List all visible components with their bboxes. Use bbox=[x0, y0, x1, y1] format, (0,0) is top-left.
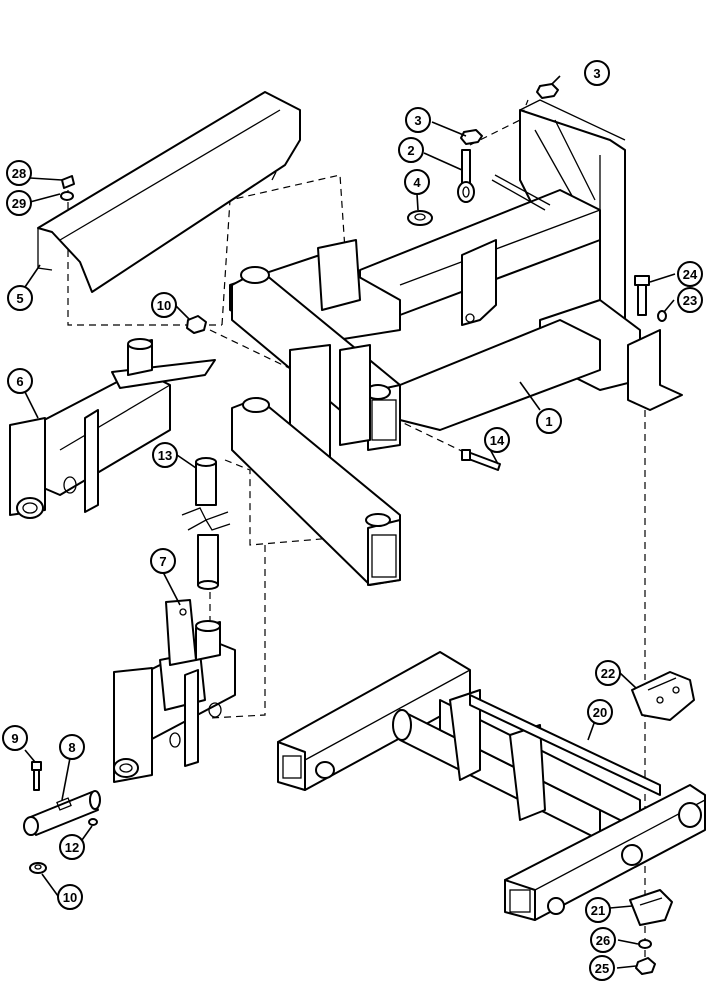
callout-14-text: 14 bbox=[490, 433, 505, 448]
part-20-drawbar-frame bbox=[277, 651, 706, 921]
part-14-bolt bbox=[461, 449, 501, 471]
part-3-nut-top bbox=[536, 83, 559, 99]
callout-13-text: 13 bbox=[158, 448, 172, 463]
callout-29-text: 29 bbox=[12, 196, 26, 211]
callout-3-top: 3 bbox=[584, 60, 610, 86]
callout-1-text: 1 bbox=[545, 414, 552, 429]
part-24-bolt bbox=[634, 275, 650, 316]
part-7-lower-pivot-bracket bbox=[113, 599, 236, 783]
part-6-pivot-bracket bbox=[9, 338, 216, 519]
callout-6-text: 6 bbox=[16, 374, 23, 389]
callout-12: 12 bbox=[59, 834, 85, 860]
leader-lines bbox=[24, 75, 676, 969]
part-28-29-fasteners bbox=[60, 175, 75, 201]
part-22-clamp bbox=[631, 671, 695, 721]
part-12-set-screw bbox=[88, 818, 98, 826]
callout-12-text: 12 bbox=[65, 840, 79, 855]
callout-21-text: 21 bbox=[591, 903, 605, 918]
part-8-pin bbox=[23, 790, 101, 836]
callout-3-upper: 3 bbox=[405, 107, 431, 133]
callout-7-text: 7 bbox=[159, 554, 166, 569]
part-9-bolt bbox=[31, 761, 42, 791]
callout-20: 20 bbox=[587, 699, 613, 725]
callout-4-text: 4 bbox=[413, 175, 421, 190]
part-10-nut-lower bbox=[29, 862, 47, 874]
callout-9: 9 bbox=[2, 725, 28, 751]
callout-5: 5 bbox=[7, 285, 33, 311]
callout-22: 22 bbox=[595, 660, 621, 686]
callout-24-text: 24 bbox=[683, 267, 698, 282]
callout-23-text: 23 bbox=[683, 293, 697, 308]
callout-21: 21 bbox=[585, 897, 611, 923]
callout-7: 7 bbox=[150, 548, 176, 574]
callout-29: 29 bbox=[6, 190, 32, 216]
callout-3-upper-text: 3 bbox=[414, 113, 421, 128]
callout-2: 2 bbox=[398, 137, 424, 163]
callout-23: 23 bbox=[677, 287, 703, 313]
part-25-nut bbox=[635, 957, 656, 975]
part-4-washer bbox=[407, 210, 433, 226]
callout-20-text: 20 bbox=[593, 705, 607, 720]
callout-25: 25 bbox=[589, 955, 615, 981]
callout-10-upper-text: 10 bbox=[157, 298, 171, 313]
callout-5-text: 5 bbox=[16, 291, 23, 306]
part-21-clamp-half bbox=[629, 889, 673, 926]
callout-28-text: 28 bbox=[12, 166, 26, 181]
callout-25-text: 25 bbox=[595, 961, 609, 976]
part-3-nut-upper bbox=[460, 129, 483, 145]
callout-26: 26 bbox=[590, 927, 616, 953]
callout-10-upper: 10 bbox=[151, 292, 177, 318]
callout-8: 8 bbox=[59, 734, 85, 760]
callout-26-text: 26 bbox=[596, 933, 610, 948]
part-1-main-frame bbox=[229, 99, 683, 586]
callout-2-text: 2 bbox=[407, 143, 414, 158]
callout-8-text: 8 bbox=[68, 740, 75, 755]
callout-22-text: 22 bbox=[601, 666, 615, 681]
part-13-pivot-pin bbox=[181, 457, 231, 590]
callout-1: 1 bbox=[536, 408, 562, 434]
part-10-nut-upper bbox=[186, 315, 207, 334]
callout-24: 24 bbox=[677, 261, 703, 287]
part-23-nut bbox=[657, 310, 667, 322]
callout-10-lower-text: 10 bbox=[63, 890, 77, 905]
part-5-shield-cover bbox=[37, 91, 301, 293]
callout-13: 13 bbox=[152, 442, 178, 468]
callout-10-lower: 10 bbox=[57, 884, 83, 910]
callout-6: 6 bbox=[7, 368, 33, 394]
callout-28: 28 bbox=[6, 160, 32, 186]
part-2-eyebolt bbox=[457, 149, 475, 203]
callout-4: 4 bbox=[404, 169, 430, 195]
callout-3-top-text: 3 bbox=[593, 66, 600, 81]
callout-14: 14 bbox=[484, 427, 510, 453]
callout-9-text: 9 bbox=[11, 731, 18, 746]
part-26-washer bbox=[638, 939, 652, 949]
